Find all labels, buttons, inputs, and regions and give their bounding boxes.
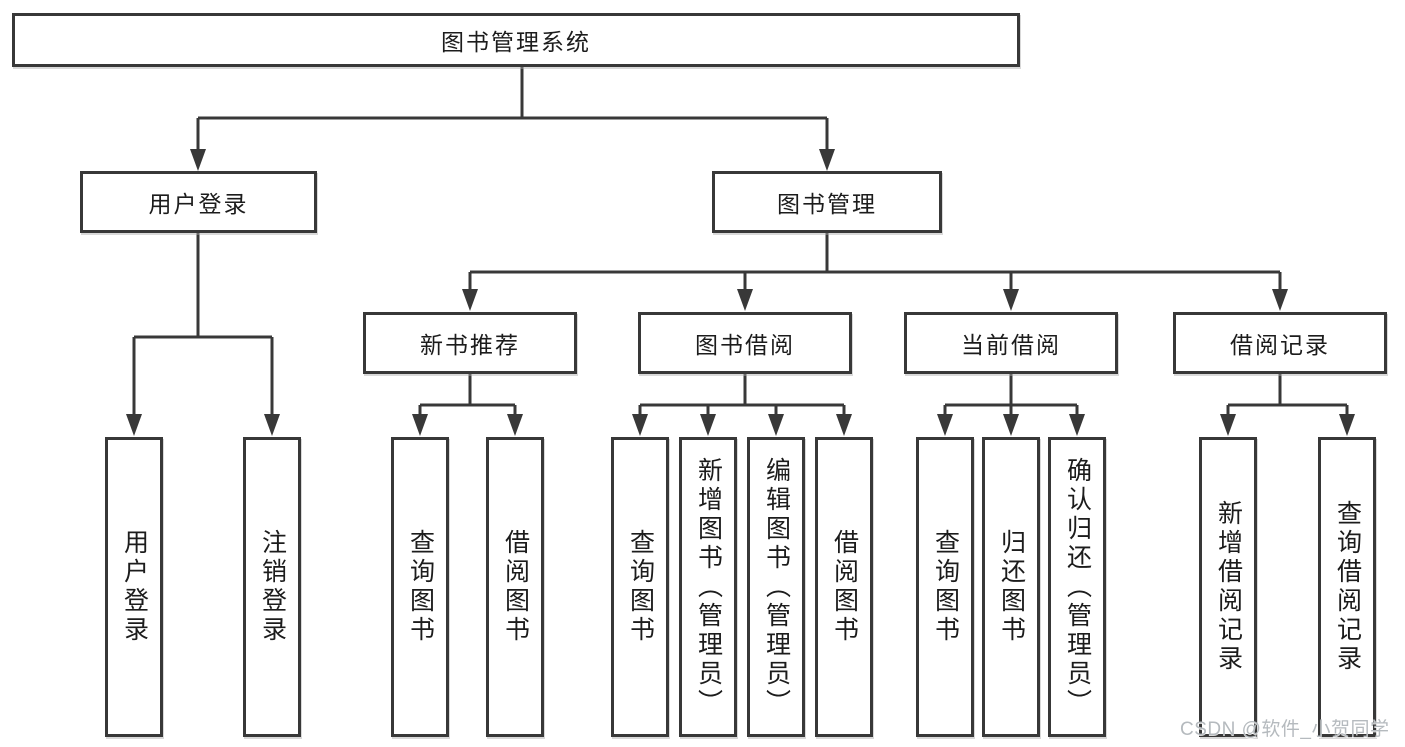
arrowhead-icons (126, 149, 1355, 436)
node-leaf-query-books-recommend: 查询图书 (391, 437, 449, 737)
csdn-watermark: CSDN @软件_小贺同学 (1180, 719, 1390, 740)
node-leaf-confirm-return-admin: 确认归还（管理员） (1048, 437, 1106, 737)
node-leaf-query-borrow-record: 查询借阅记录 (1318, 437, 1376, 737)
connector-book-management-children (468, 233, 1282, 290)
node-current-borrowing: 当前借阅 (904, 312, 1118, 374)
connector-book-borrowing-children (638, 374, 846, 415)
node-borrowing-records: 借阅记录 (1173, 312, 1387, 374)
node-leaf-add-borrow-record: 新增借阅记录 (1199, 437, 1257, 737)
connector-root-to-level2 (196, 67, 829, 151)
node-leaf-query-books-current: 查询图书 (916, 437, 974, 737)
node-user-login: 用户登录 (80, 171, 317, 233)
node-book-borrowing: 图书借阅 (638, 312, 852, 374)
node-book-management: 图书管理 (712, 171, 942, 233)
node-leaf-borrow-books-recommend: 借阅图书 (486, 437, 544, 737)
node-leaf-return-books: 归还图书 (982, 437, 1040, 737)
node-root: 图书管理系统 (12, 13, 1020, 67)
node-leaf-query-books-borrowing: 查询图书 (611, 437, 669, 737)
node-leaf-borrow-books: 借阅图书 (815, 437, 873, 737)
node-leaf-edit-books-admin: 编辑图书（管理员） (747, 437, 805, 737)
connector-user-login-children (132, 233, 274, 415)
node-new-book-recommend: 新书推荐 (363, 312, 577, 374)
connector-new-book-children (418, 374, 517, 415)
node-leaf-logout: 注销登录 (243, 437, 301, 737)
connector-current-borrowing-children (943, 374, 1079, 415)
connector-borrowing-records-children (1226, 374, 1349, 415)
node-leaf-user-login: 用户登录 (105, 437, 163, 737)
node-leaf-add-books-admin: 新增图书（管理员） (679, 437, 737, 737)
